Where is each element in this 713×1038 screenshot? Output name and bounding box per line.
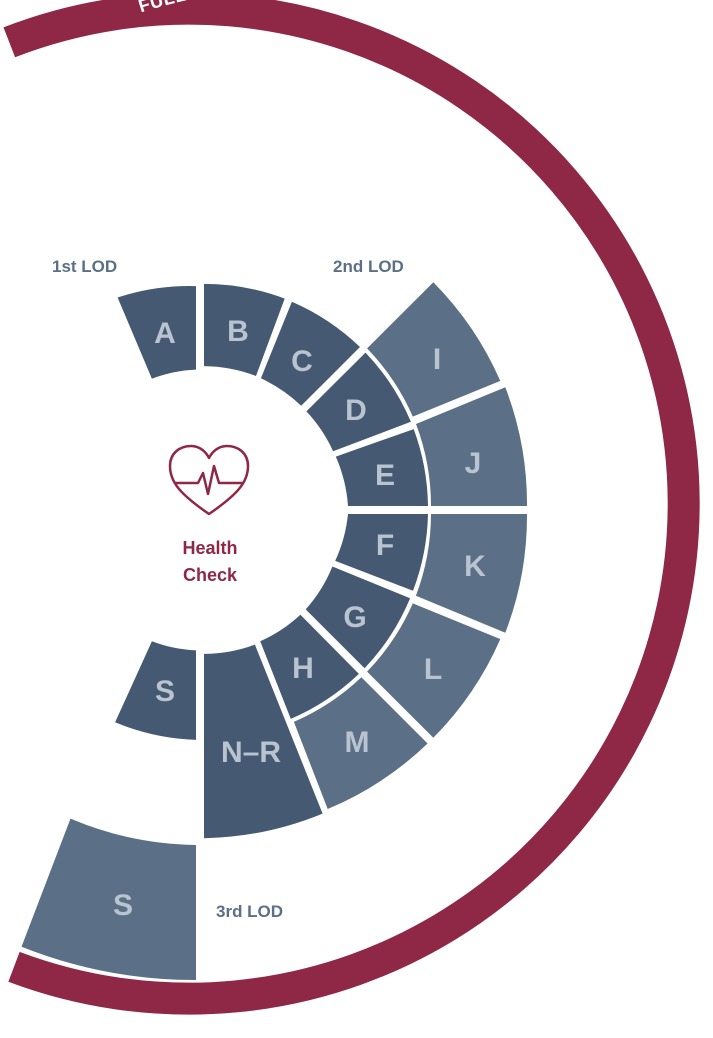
- segment-a-label: A: [154, 317, 176, 350]
- segment-k[interactable]: [415, 514, 528, 633]
- segment-i-label: I: [433, 343, 441, 376]
- segment-j-label: J: [465, 447, 482, 480]
- segment-s-third[interactable]: [21, 818, 197, 981]
- heart-pulse-icon: [168, 444, 250, 516]
- segment-d-label: D: [345, 394, 367, 427]
- health-check-subtitle: Check: [183, 565, 238, 585]
- first-lod-label: 1st LOD: [52, 257, 117, 276]
- health-check-title: Health: [182, 538, 237, 558]
- segment-j[interactable]: [416, 387, 528, 506]
- segment-n-r-label: N–R: [221, 736, 281, 769]
- segment-m[interactable]: [293, 677, 428, 809]
- segment-k-label: K: [464, 550, 486, 583]
- segment-c[interactable]: [260, 301, 360, 406]
- segment-c-label: C: [291, 345, 313, 378]
- third-lod-label: 3rd LOD: [216, 902, 283, 921]
- segment-d[interactable]: [306, 352, 411, 452]
- segment-n-r[interactable]: [204, 644, 323, 839]
- segment-i[interactable]: [367, 282, 501, 417]
- segment-m-label: M: [345, 726, 370, 759]
- segment-b-label: B: [227, 315, 249, 348]
- segment-g[interactable]: [305, 566, 411, 669]
- second-lod-label: 2nd LOD: [333, 257, 404, 276]
- segment-s-first-label: S: [155, 675, 175, 708]
- segment-a[interactable]: [117, 286, 196, 379]
- segment-h[interactable]: [260, 614, 359, 719]
- segment-l[interactable]: [367, 603, 501, 738]
- full-service-ring: [3, 0, 700, 1015]
- segment-f[interactable]: [335, 514, 428, 591]
- segment-f-label: F: [376, 529, 394, 562]
- segment-h-label: H: [292, 652, 314, 685]
- segment-g-label: G: [343, 601, 366, 634]
- segment-s-first[interactable]: [115, 641, 196, 740]
- segment-e[interactable]: [335, 429, 428, 506]
- segment-b[interactable]: [204, 283, 285, 376]
- segment-l-label: L: [424, 653, 442, 686]
- segment-s-third-label: S: [113, 889, 133, 922]
- segment-e-label: E: [375, 459, 395, 492]
